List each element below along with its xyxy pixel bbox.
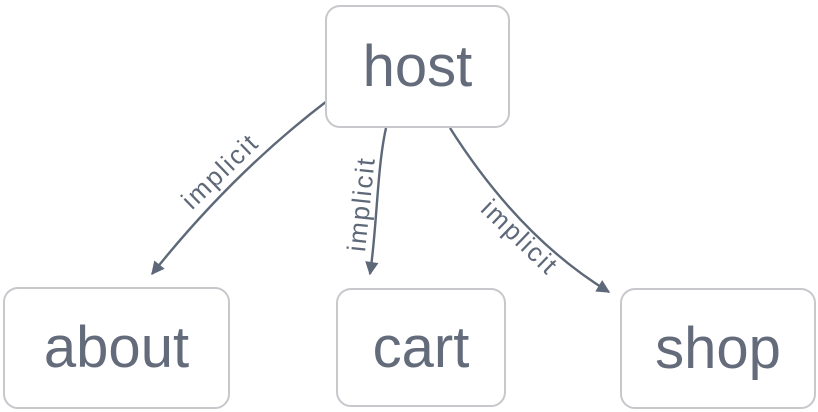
edge-host-shop[interactable] — [448, 127, 611, 294]
node-cart[interactable]: cart — [336, 288, 506, 407]
edge-host-cart[interactable] — [365, 127, 388, 276]
edge-host-about[interactable] — [151, 100, 328, 276]
node-host[interactable]: host — [325, 5, 510, 128]
node-about[interactable]: about — [3, 287, 230, 409]
node-shop[interactable]: shop — [620, 288, 816, 409]
